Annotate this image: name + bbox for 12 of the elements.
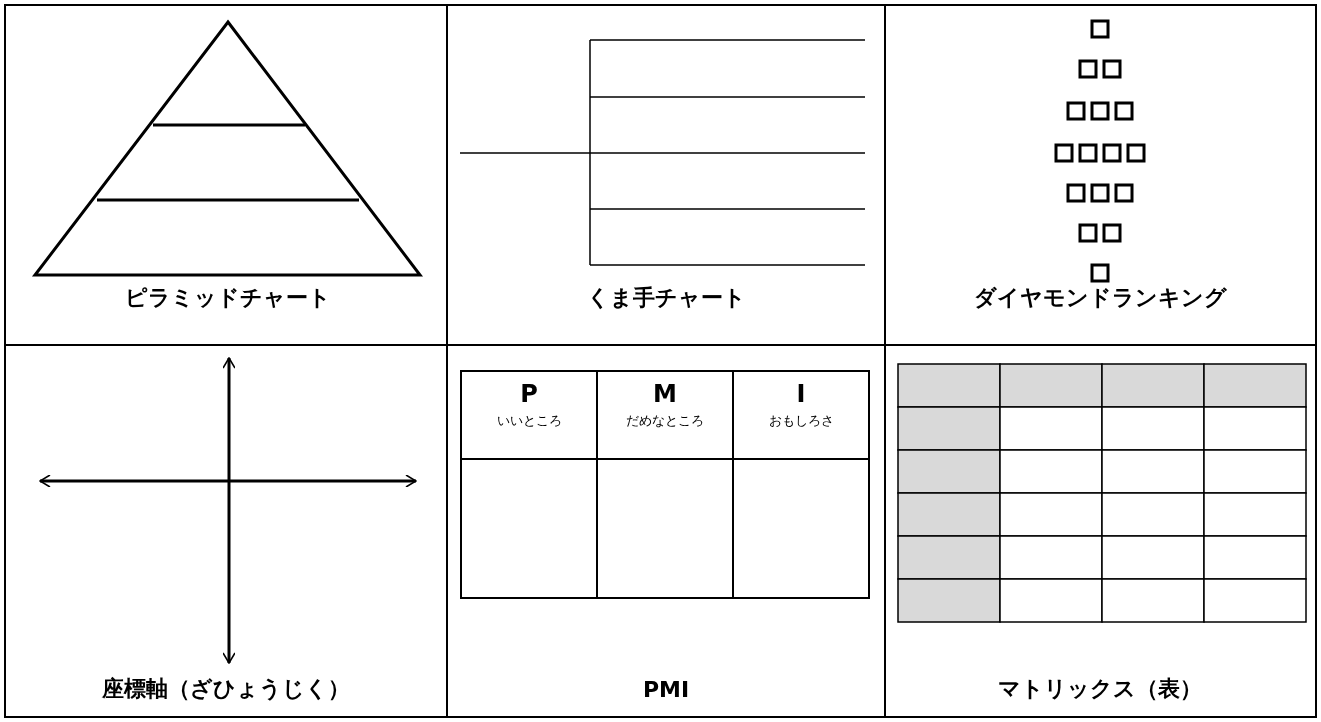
column-heading: M	[653, 380, 677, 408]
column-heading: P	[520, 380, 538, 408]
caption: ダイヤモンドランキング	[973, 284, 1227, 312]
column-subheading: おもしろさ	[768, 412, 834, 430]
column-subheading: いいところ	[496, 412, 562, 430]
caption: マトリックス（表）	[998, 675, 1202, 703]
column-heading: I	[796, 380, 806, 408]
caption: 座標軸（ざひょうじく）	[102, 675, 350, 703]
caption: ピラミッドチャート	[125, 284, 331, 312]
caption: くま手チャート	[586, 284, 746, 312]
column-subheading: だめなところ	[626, 412, 704, 430]
caption: PMI	[642, 676, 690, 702]
